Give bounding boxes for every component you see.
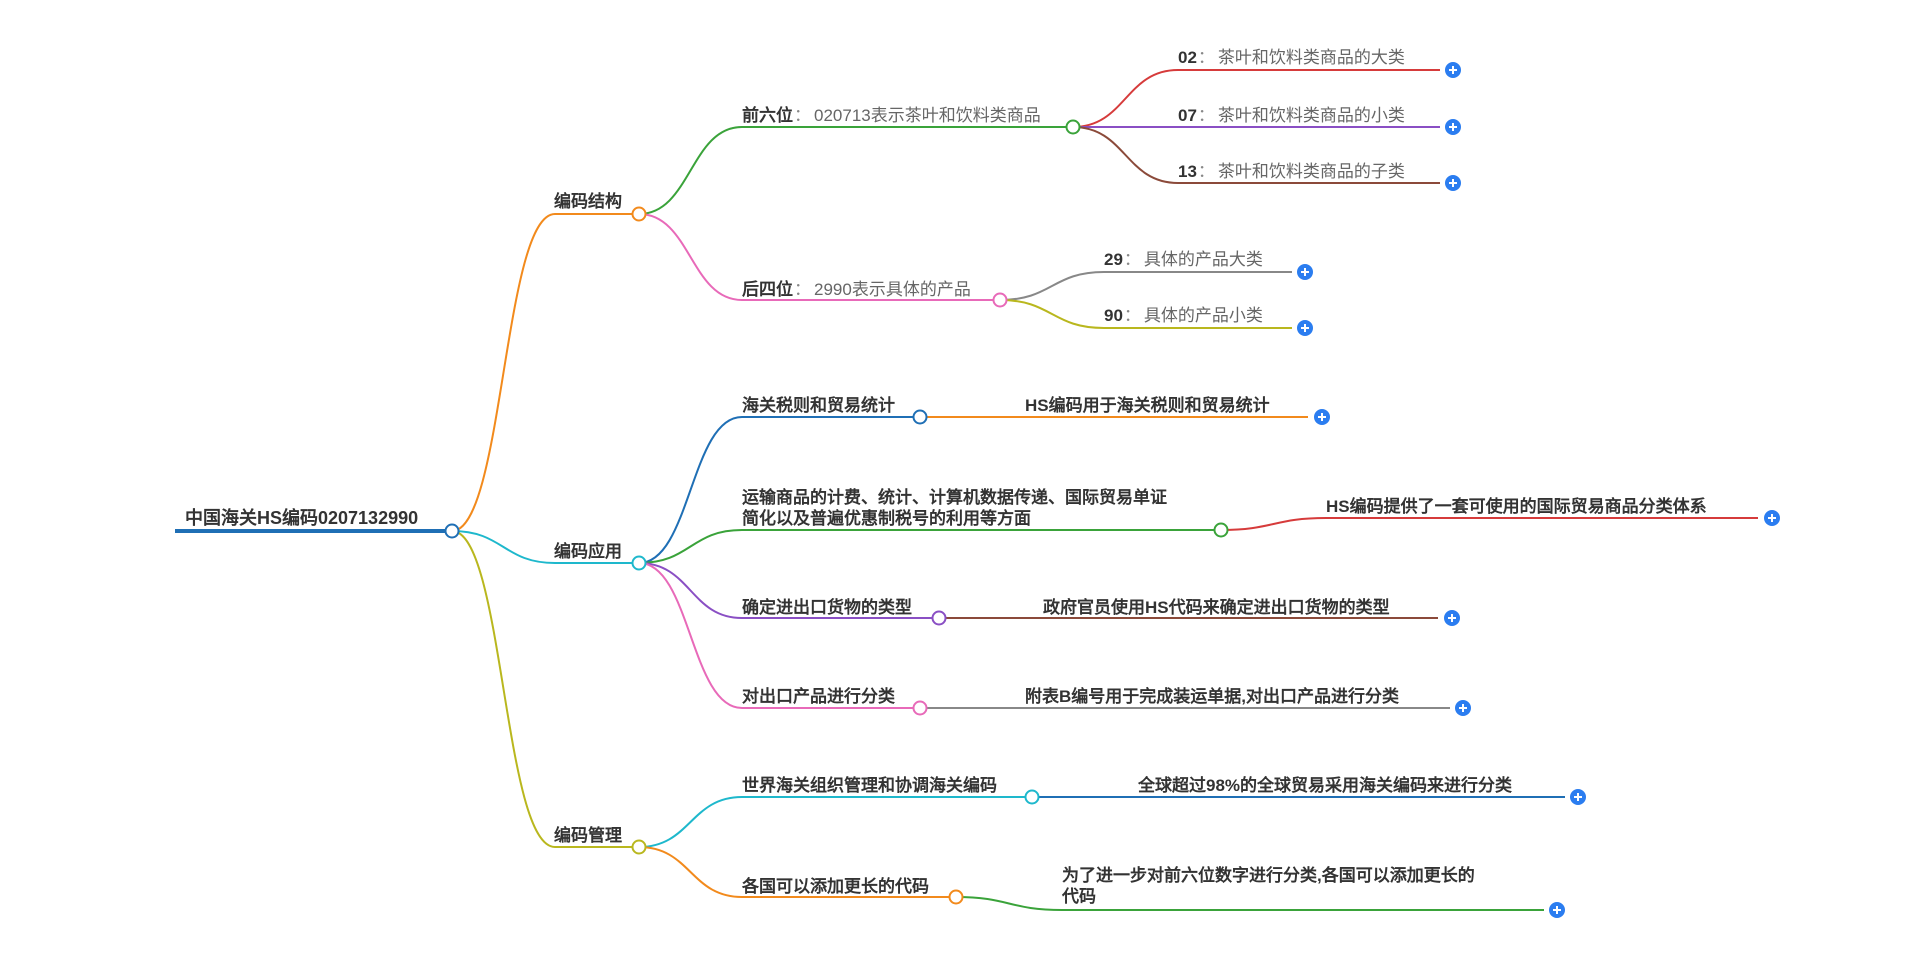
separator: ： (794, 280, 811, 299)
collapse-toggle (912, 409, 928, 425)
edge-app-tariff (638, 416, 743, 564)
topic-further-classify[interactable]: 为了进一步对前六位数字进行分类,各国可以添加更长的 代码 (1062, 865, 1475, 907)
edge-root-management (451, 530, 556, 848)
edge-digit-02 (1072, 69, 1179, 128)
edge-transport-child (1220, 517, 1327, 531)
topic-key: 29 (1104, 250, 1123, 269)
separator: ： (794, 106, 811, 125)
topic-classify-exports[interactable]: 对出口产品进行分类 (742, 687, 895, 706)
topic-key: 后四位 (742, 280, 793, 299)
edge-app-goods-type (638, 562, 743, 619)
nodes-layer (444, 62, 1780, 918)
topic-key: 前六位 (742, 106, 793, 125)
topic-key: 90 (1104, 306, 1123, 325)
topic-desc: 2990表示具体的产品 (814, 280, 971, 299)
topic-line-2: 代码 (1062, 887, 1096, 906)
topic-desc: 茶叶和饮料类商品的小类 (1217, 106, 1405, 125)
topic-hs-classification-system[interactable]: HS编码提供了一套可使用的国际贸易商品分类体系 (1326, 497, 1707, 516)
separator: ： (1197, 48, 1215, 67)
topic-encoding-application[interactable]: 编码应用 (554, 542, 622, 561)
collapse-toggle (631, 555, 647, 571)
edge-digit-13 (1072, 126, 1179, 184)
expand-plus-icon[interactable] (1445, 62, 1461, 78)
edge-digit-29 (999, 271, 1105, 301)
edges-layer (175, 69, 1758, 911)
expand-plus-icon[interactable] (1445, 119, 1461, 135)
topic-key: 07 (1178, 106, 1197, 125)
collapse-toggle (1065, 119, 1081, 135)
expand-plus-icon[interactable] (1455, 700, 1471, 716)
topic-global-trade-98[interactable]: 全球超过98%的全球贸易采用海关编码来进行分类 (1138, 776, 1513, 795)
edge-structure-last4 (638, 213, 743, 301)
collapse-toggle (631, 839, 647, 855)
expand-plus-icon[interactable] (1549, 902, 1565, 918)
topic-officials-use-hs[interactable]: 政府官员使用HS代码来确定进出口货物的类型 (1043, 598, 1390, 617)
edge-structure-first6 (638, 126, 743, 215)
expand-plus-icon[interactable] (1297, 320, 1313, 336)
collapse-toggle (912, 700, 928, 716)
topic-wco-management[interactable]: 世界海关组织管理和协调海关编码 (742, 776, 997, 795)
topic-desc: 茶叶和饮料类商品的子类 (1217, 162, 1405, 181)
expand-plus-icon[interactable] (1314, 409, 1330, 425)
topic-line-1: 运输商品的计费、统计、计算机数据传递、国际贸易单证 (742, 488, 1167, 507)
separator: ： (1123, 250, 1141, 269)
topic-key: 13 (1178, 162, 1197, 181)
edge-root-application (451, 530, 556, 564)
collapse-toggle (931, 610, 947, 626)
topic-tariff-statistics[interactable]: 海关税则和贸易统计 (742, 396, 895, 415)
separator: ： (1123, 306, 1141, 325)
topic-hs-tariff-statistics[interactable]: HS编码用于海关税则和贸易统计 (1025, 396, 1270, 415)
topic-last-four-digits[interactable]: 后四位：2990表示具体的产品 (742, 280, 971, 300)
collapse-toggle (444, 523, 460, 539)
topic-desc: 茶叶和饮料类商品的大类 (1217, 48, 1405, 67)
topic-schedule-b[interactable]: 附表B编号用于完成装运单据,对出口产品进行分类 (1025, 687, 1399, 706)
topic-first-six-digits[interactable]: 前六位：020713表示茶叶和饮料类商品 (742, 106, 1041, 126)
expand-plus-icon[interactable] (1445, 175, 1461, 191)
topic-digit-29[interactable]: 29：具体的产品大类 (1104, 250, 1263, 270)
expand-plus-icon[interactable] (1297, 264, 1313, 280)
topic-digit-90[interactable]: 90：具体的产品小类 (1104, 306, 1263, 326)
expand-plus-icon[interactable] (1570, 789, 1586, 805)
topic-digit-13[interactable]: 13：茶叶和饮料类商品的子类 (1178, 162, 1405, 182)
edge-app-transport (638, 529, 743, 564)
topic-digit-02[interactable]: 02：茶叶和饮料类商品的大类 (1178, 48, 1405, 68)
expand-plus-icon[interactable] (1444, 610, 1460, 626)
topic-encoding-structure[interactable]: 编码结构 (554, 192, 622, 211)
edge-digit-90 (999, 299, 1105, 329)
collapse-toggle (992, 292, 1008, 308)
topic-desc: 020713表示茶叶和饮料类商品 (814, 106, 1041, 125)
topic-line-2: 简化以及普遍优惠制税号的利用等方面 (742, 509, 1031, 528)
collapse-toggle (1024, 789, 1040, 805)
separator: ： (1197, 162, 1215, 181)
topic-determine-goods-type[interactable]: 确定进出口货物的类型 (742, 598, 912, 617)
collapse-toggle (631, 206, 647, 222)
collapse-toggle (1213, 522, 1229, 538)
collapse-toggle (948, 889, 964, 905)
topic-desc: 具体的产品小类 (1143, 306, 1263, 325)
edge-longer-codes-child (955, 896, 1063, 911)
separator: ： (1197, 106, 1215, 125)
topic-transport-billing[interactable]: 运输商品的计费、统计、计算机数据传递、国际贸易单证 简化以及普遍优惠制税号的利用… (742, 487, 1167, 529)
topic-encoding-management[interactable]: 编码管理 (554, 826, 622, 845)
edge-mgmt-longer-codes (638, 846, 743, 898)
root-topic[interactable]: 中国海关HS编码0207132990 (185, 508, 419, 528)
topic-line-1: 为了进一步对前六位数字进行分类,各国可以添加更长的 (1062, 866, 1475, 885)
edge-root-structure (451, 213, 556, 532)
expand-plus-icon[interactable] (1764, 510, 1780, 526)
edge-mgmt-wco (638, 796, 743, 848)
topic-longer-codes[interactable]: 各国可以添加更长的代码 (742, 877, 929, 896)
topic-key: 02 (1178, 48, 1197, 67)
edge-app-exports (638, 562, 743, 709)
topic-desc: 具体的产品大类 (1143, 250, 1263, 269)
topic-digit-07[interactable]: 07：茶叶和饮料类商品的小类 (1178, 106, 1405, 126)
